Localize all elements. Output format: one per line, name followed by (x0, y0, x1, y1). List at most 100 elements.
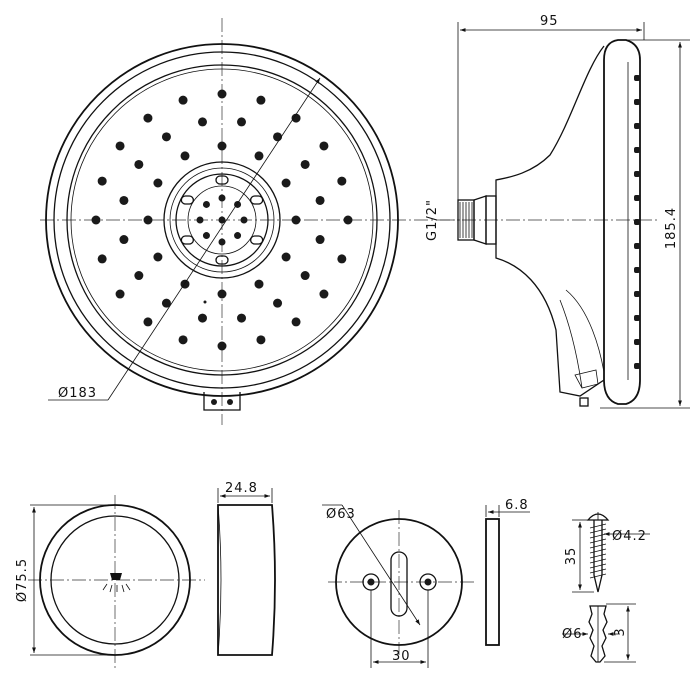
spray-nozzle (217, 141, 227, 151)
plate-side-profile (485, 518, 500, 646)
screw-diameter-label: Ø4.2 (612, 529, 647, 544)
center-hub-outer (163, 161, 281, 279)
spray-nozzle (153, 178, 163, 188)
thread-line (589, 553, 607, 559)
hole-spacing-label: 30 (392, 649, 411, 664)
spray-nozzle (180, 151, 190, 161)
spray-nozzle (97, 176, 107, 186)
thread-line (589, 533, 607, 539)
shower-head-side-view: 95 185.4 G1/2" (425, 14, 690, 409)
body-profile (495, 45, 605, 397)
massage-jet (202, 232, 210, 240)
massage-jet (202, 200, 210, 208)
massage-jet-disc (187, 185, 257, 255)
spray-nozzle (115, 141, 125, 151)
hub-jet-slot (215, 255, 229, 265)
spray-nozzle (161, 298, 171, 308)
massage-jet (196, 216, 204, 224)
thread-line (589, 568, 607, 574)
spray-nozzle (161, 132, 171, 142)
anchor-diameter-label: Ø6 (562, 627, 583, 642)
plate-hole-center-right (424, 578, 432, 586)
cap-diameter-label: Ø75.5 (15, 558, 30, 602)
screw-length-label: 35 (564, 547, 579, 566)
thread-line (589, 558, 607, 564)
thread-line (589, 523, 607, 529)
spray-nozzle (178, 335, 188, 345)
bottom-mount-tab (203, 392, 241, 411)
spray-nozzle (300, 159, 310, 169)
center-jet (218, 216, 226, 224)
spray-nozzle (319, 289, 329, 299)
spray-nozzle (119, 195, 129, 205)
cap-width-label: 24.8 (225, 481, 258, 496)
plate-diameter-leader (341, 504, 421, 626)
face-disc-profile (603, 39, 641, 405)
spray-nozzle (178, 95, 188, 105)
side-nozzle (634, 243, 640, 249)
spray-nozzle (273, 298, 283, 308)
massage-jet (218, 194, 226, 202)
side-nozzle (634, 99, 640, 105)
center-jet-cluster (180, 175, 264, 265)
side-nozzle (634, 123, 640, 129)
mounting-plate-side-view: 6.8 (485, 498, 530, 646)
plate-thickness-label: 6.8 (505, 498, 529, 513)
screw-threads (589, 523, 607, 579)
side-nozzle (634, 219, 640, 225)
bottom-tab (579, 397, 589, 407)
thread-label: G1/2" (425, 199, 440, 241)
spray-nozzle (197, 313, 207, 323)
spray-nozzle (91, 215, 101, 225)
plate-center-slot (390, 551, 408, 617)
spray-nozzle (343, 215, 353, 225)
diameter-leader (107, 77, 321, 401)
side-nozzle (634, 339, 640, 345)
spray-nozzle (254, 279, 264, 289)
spray-nozzle (237, 117, 247, 127)
reference-mark (203, 300, 207, 304)
height-label: 185.4 (664, 207, 679, 249)
spray-nozzle (254, 151, 264, 161)
wall-cap-side-view: 24.8 (217, 481, 276, 656)
spray-nozzle (119, 235, 129, 245)
cap-outer-edge (39, 504, 191, 656)
shower-logo-icon (102, 573, 131, 593)
hub-jet-slot (180, 195, 195, 205)
tab-screw-hole (227, 399, 233, 405)
side-nozzle (634, 291, 640, 297)
plate-hole-center-left (367, 578, 375, 586)
spray-nozzle (153, 252, 163, 262)
spray-nozzle (134, 271, 144, 281)
spray-nozzle (143, 113, 153, 123)
thread-line (589, 548, 607, 554)
spray-nozzle (315, 235, 325, 245)
spray-nozzle (197, 117, 207, 127)
massage-jet (234, 232, 242, 240)
bracket-foot (574, 369, 599, 389)
spray-nozzle (134, 159, 144, 169)
wall-cap-front-view: Ø75.5 (15, 495, 205, 668)
thread-inlet (457, 199, 475, 241)
cap-inner-edge (50, 515, 180, 645)
tab-screw-hole (211, 399, 217, 405)
mounting-plate-front-view: Ø63 30 (322, 504, 475, 668)
thread-line (589, 528, 607, 534)
spray-nozzle (291, 215, 301, 225)
anchor-body (588, 605, 608, 663)
spray-nozzle (237, 313, 247, 323)
nozzle-plate-inner-edge (70, 68, 374, 372)
nozzle-plate-edge (66, 64, 378, 376)
anchor-length-label: 3 (613, 627, 628, 636)
spray-nozzle (217, 289, 227, 299)
side-nozzle (634, 195, 640, 201)
screw-head (586, 513, 610, 521)
cap-side-curve (217, 504, 222, 656)
diameter-label: Ø183 (58, 386, 97, 401)
massage-jet (240, 216, 248, 224)
spray-nozzle (281, 252, 291, 262)
plate-outer-edge (335, 518, 463, 646)
bracket-edge (559, 299, 583, 389)
width-label: 95 (540, 14, 559, 29)
